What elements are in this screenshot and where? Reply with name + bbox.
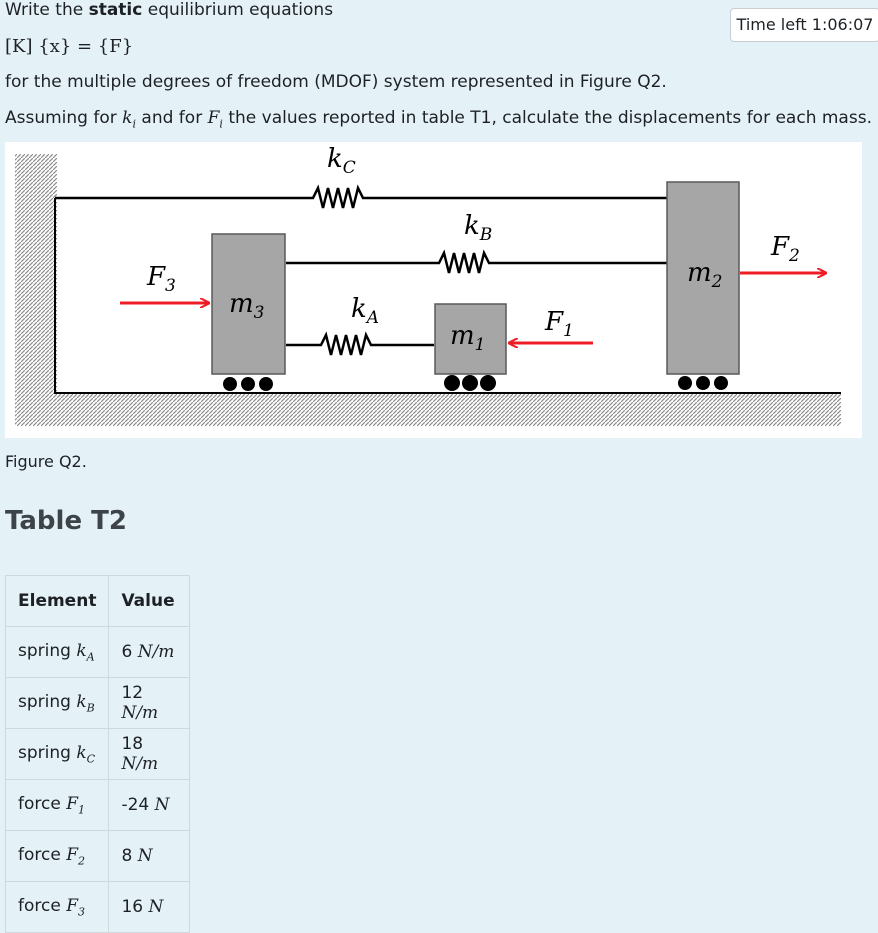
element-subscript: A <box>86 650 95 664</box>
header-element: Element <box>4 575 110 627</box>
label-m1: m1 <box>450 321 485 355</box>
element-cell: spring kA <box>4 626 110 678</box>
label-m2: m2 <box>687 258 722 292</box>
element-symbol: F <box>66 844 79 865</box>
value-number: 6 <box>121 642 138 662</box>
element-cell: force F3 <box>4 881 110 933</box>
mdof-diagram: kC kB kA m3 m1 m2 F3 F1 F2 <box>15 144 841 426</box>
label-ka: kA <box>351 294 379 328</box>
element-subscript: 2 <box>78 854 86 868</box>
value-unit: N <box>148 897 164 917</box>
element-symbol: F <box>66 895 79 916</box>
value-unit: N <box>137 846 153 866</box>
element-cell: force F1 <box>4 779 110 831</box>
question-intro: Write the static equilibrium equations <box>5 0 333 20</box>
assumption-text: Assuming for ki and for Fi the values re… <box>5 108 872 130</box>
element-label: spring <box>18 742 77 763</box>
element-symbol: F <box>66 793 79 814</box>
value-cell: 18 N/m <box>108 728 191 780</box>
element-cell: force F2 <box>4 830 110 882</box>
element-label: force <box>18 844 67 865</box>
wheels-m3 <box>223 377 273 391</box>
value-number: -24 <box>121 795 155 815</box>
element-symbol: k <box>76 742 87 763</box>
label-m3: m3 <box>229 289 264 323</box>
element-subscript: C <box>86 752 96 766</box>
value-cell: 6 N/m <box>108 626 191 678</box>
ground-hatch <box>15 394 841 426</box>
value-unit: N/m <box>121 754 159 774</box>
mass-m2 <box>666 181 740 375</box>
value-cell: 16 N <box>108 881 191 933</box>
wheels-m1 <box>444 375 496 391</box>
element-label: spring <box>18 640 77 661</box>
value-number: 18 <box>121 734 144 754</box>
table-row: force F1-24 N <box>4 779 191 831</box>
element-cell: spring kC <box>4 728 110 780</box>
element-label: force <box>18 793 67 814</box>
element-label: force <box>18 895 67 916</box>
element-symbol: k <box>76 691 87 712</box>
spring-ka <box>286 331 434 356</box>
label-f1: F1 <box>544 307 574 341</box>
element-cell: spring kB <box>4 677 110 729</box>
mass-m3 <box>211 233 286 375</box>
mass-m1 <box>434 303 507 375</box>
label-kc: kC <box>327 144 356 178</box>
table-title: Table T2 <box>5 506 127 536</box>
header-value: Value <box>108 575 191 627</box>
label-kb: kB <box>464 211 492 245</box>
equation: [K] {x} = {F} <box>5 36 134 57</box>
intro-bold: static <box>88 0 143 20</box>
element-label: spring <box>18 691 77 712</box>
value-cell: -24 N <box>108 779 191 831</box>
label-f3: F3 <box>146 262 176 296</box>
assume-f-sub: i <box>219 117 223 131</box>
spring-kb <box>286 249 667 274</box>
assume-f: F <box>207 108 220 128</box>
figure-q2: kC kB kA m3 m1 m2 F3 F1 F2 <box>5 142 862 438</box>
value-number: 12 <box>121 683 144 703</box>
intro-post: equilibrium equations <box>142 0 334 20</box>
value-unit: N <box>154 795 170 815</box>
table-header-row: Element Value <box>4 575 191 627</box>
assume-pre: Assuming for <box>5 108 123 128</box>
wall-hatch <box>15 154 57 410</box>
spring-kc <box>55 184 667 209</box>
value-number: 16 <box>121 897 149 917</box>
assume-k-sub: i <box>132 117 137 131</box>
label-f2: F2 <box>770 232 800 266</box>
element-subscript: B <box>86 701 95 715</box>
value-cell: 8 N <box>108 830 191 882</box>
value-unit: N/m <box>121 703 159 723</box>
figure-caption: Figure Q2. <box>5 452 87 471</box>
value-unit: N/m <box>137 642 175 662</box>
element-symbol: k <box>76 640 87 661</box>
wheels-m2 <box>678 376 728 390</box>
assume-post: the values reported in table T1, calcula… <box>222 108 872 128</box>
assume-k: k <box>122 108 133 128</box>
element-subscript: 1 <box>78 803 86 817</box>
mdof-text: for the multiple degrees of freedom (MDO… <box>5 72 667 92</box>
value-number: 8 <box>121 846 138 866</box>
time-left-badge: Time left 1:06:07 <box>730 8 878 42</box>
intro-pre: Write the <box>5 0 89 20</box>
value-cell: 12 N/m <box>108 677 191 729</box>
assume-mid: and for <box>136 108 208 128</box>
